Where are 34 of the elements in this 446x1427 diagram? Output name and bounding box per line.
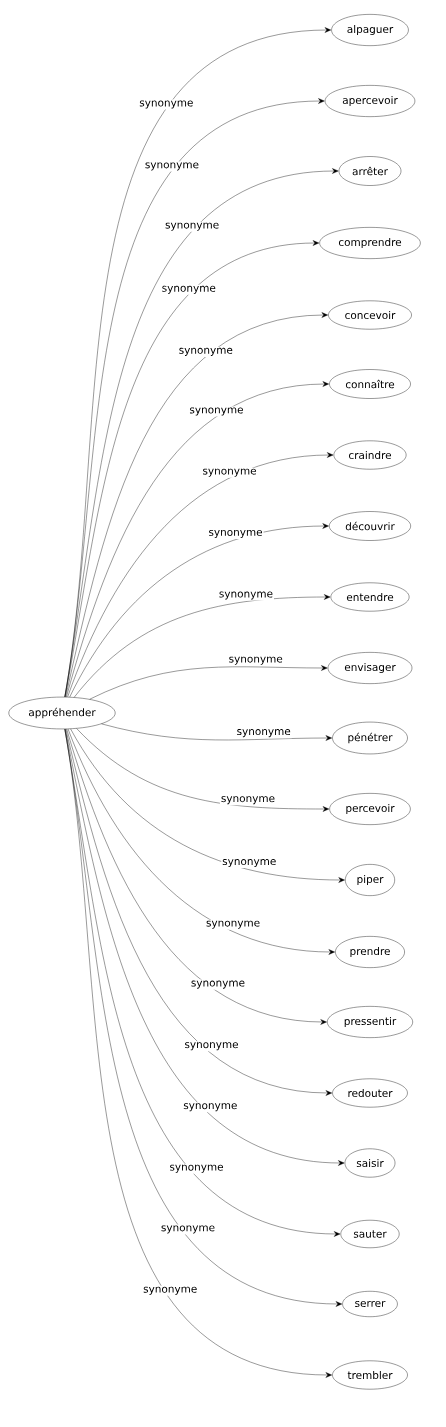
edge-label: synonyme — [185, 1042, 238, 1051]
arrow — [67, 728, 335, 955]
arrow — [64, 240, 320, 698]
edge-label: synonyme — [161, 1225, 215, 1234]
arrow — [101, 723, 332, 741]
edge-label: synonyme — [221, 796, 275, 805]
edge-label: synonyme — [190, 407, 243, 416]
edge-label: synonyme — [222, 859, 276, 868]
edge-label: synonyme — [183, 1103, 237, 1112]
arrow — [64, 168, 339, 698]
edge-label: synonyme — [206, 920, 260, 929]
edge-label: synonyme — [143, 1286, 197, 1295]
arrow — [65, 728, 332, 1096]
edge-label: synonyme — [145, 162, 199, 171]
arrow — [74, 594, 331, 698]
edge-label: synonyme — [203, 468, 257, 477]
arrow — [89, 665, 328, 700]
edge-label: synonyme — [179, 347, 233, 356]
edge-label: synonyme — [170, 1164, 223, 1173]
edge-label: synonyme — [165, 222, 219, 231]
arrow — [66, 381, 329, 698]
edge-label: synonyme — [139, 100, 193, 109]
arrow — [76, 728, 330, 812]
edge-label: synonyme — [237, 729, 291, 738]
edge-label: synonyme — [209, 529, 263, 538]
arrow — [70, 728, 345, 883]
arrow — [67, 452, 334, 698]
arrow — [66, 728, 327, 1025]
edge-label: synonyme — [162, 285, 216, 294]
arrow — [65, 312, 328, 698]
edge-label: synonyme — [229, 656, 283, 665]
arrow — [69, 523, 329, 698]
edge-label: synonyme — [219, 591, 273, 600]
edge-label: synonyme — [191, 980, 245, 989]
